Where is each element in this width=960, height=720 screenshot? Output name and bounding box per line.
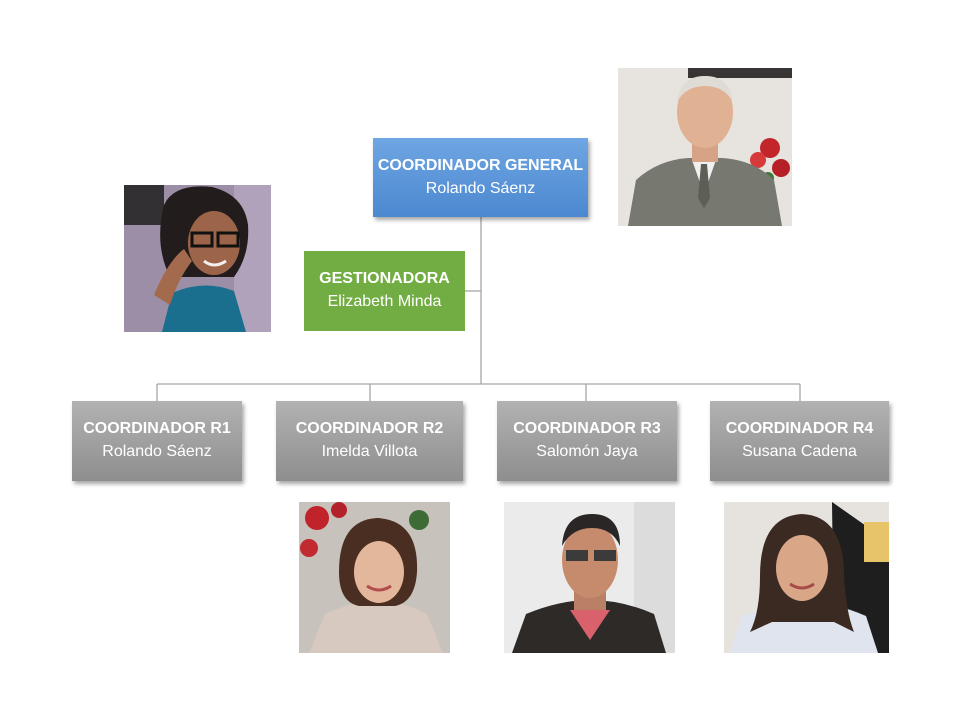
regional-coordinator-box-r4: COORDINADOR R4 Susana Cadena [710, 401, 889, 481]
regional-coordinator-role: COORDINADOR R3 [513, 420, 661, 437]
regional-coordinator-name: Susana Cadena [742, 443, 857, 460]
photo-coordinator-r4 [724, 502, 889, 653]
assistant-name: Elizabeth Minda [327, 293, 442, 310]
photo-coordinator-r3 [504, 502, 675, 653]
regional-coordinator-box-r2: COORDINADOR R2 Imelda Villota [276, 401, 463, 481]
general-coordinator-role: COORDINADOR GENERAL [377, 156, 584, 174]
photo-assistant [124, 185, 271, 332]
regional-coordinator-name: Imelda Villota [321, 443, 418, 460]
photo-coordinator-r2 [299, 502, 450, 653]
general-coordinator-box: COORDINADOR GENERAL Rolando Sáenz [373, 138, 588, 217]
assistant-role: GESTIONADORA [319, 270, 450, 287]
regional-coordinator-box-r1: COORDINADOR R1 Rolando Sáenz [72, 401, 242, 481]
regional-coordinator-role: COORDINADOR R4 [725, 420, 874, 437]
general-coordinator-name: Rolando Sáenz [425, 179, 536, 197]
photo-general-coordinator [618, 68, 792, 226]
regional-coordinator-name: Rolando Sáenz [102, 443, 212, 460]
regional-coordinator-name: Salomón Jaya [536, 443, 638, 460]
regional-coordinator-role: COORDINADOR R1 [83, 420, 231, 437]
regional-coordinator-role: COORDINADOR R2 [295, 420, 444, 437]
assistant-box: GESTIONADORA Elizabeth Minda [304, 251, 465, 331]
regional-coordinator-box-r3: COORDINADOR R3 Salomón Jaya [497, 401, 677, 481]
